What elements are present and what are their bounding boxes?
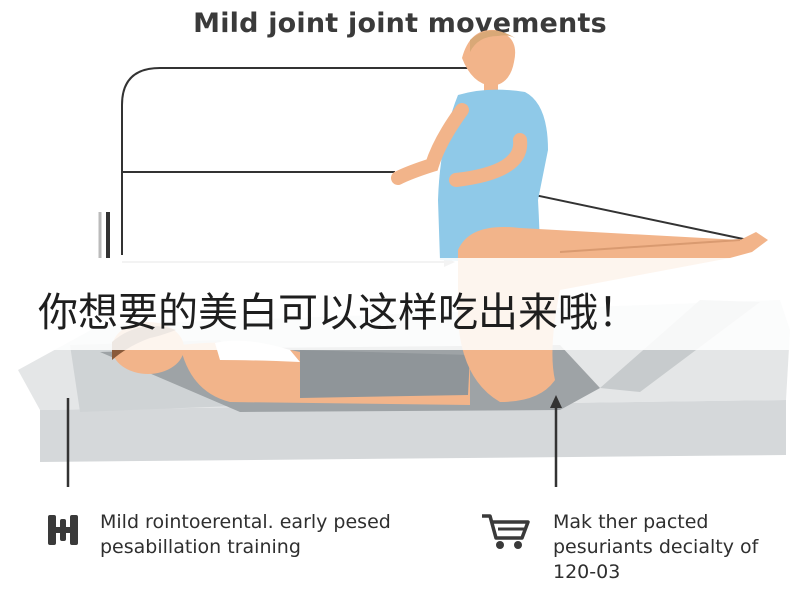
caption-right: Mak ther pacted pesuriants decialty of 1…: [553, 511, 759, 583]
caption-left: Mild rointoerental. early pesed pesabill…: [100, 511, 391, 558]
therapist-figure: [391, 29, 548, 265]
overlay-banner-text: 你想要的美白可以这样吃出来哦！: [38, 290, 638, 336]
dumbbell-icon: [48, 515, 78, 545]
diagram-title: Mild joint joint movements: [193, 8, 607, 39]
callout-lines: [66, 395, 562, 487]
shopping-cart-icon: [482, 514, 530, 549]
overlay-banner: [0, 258, 800, 350]
